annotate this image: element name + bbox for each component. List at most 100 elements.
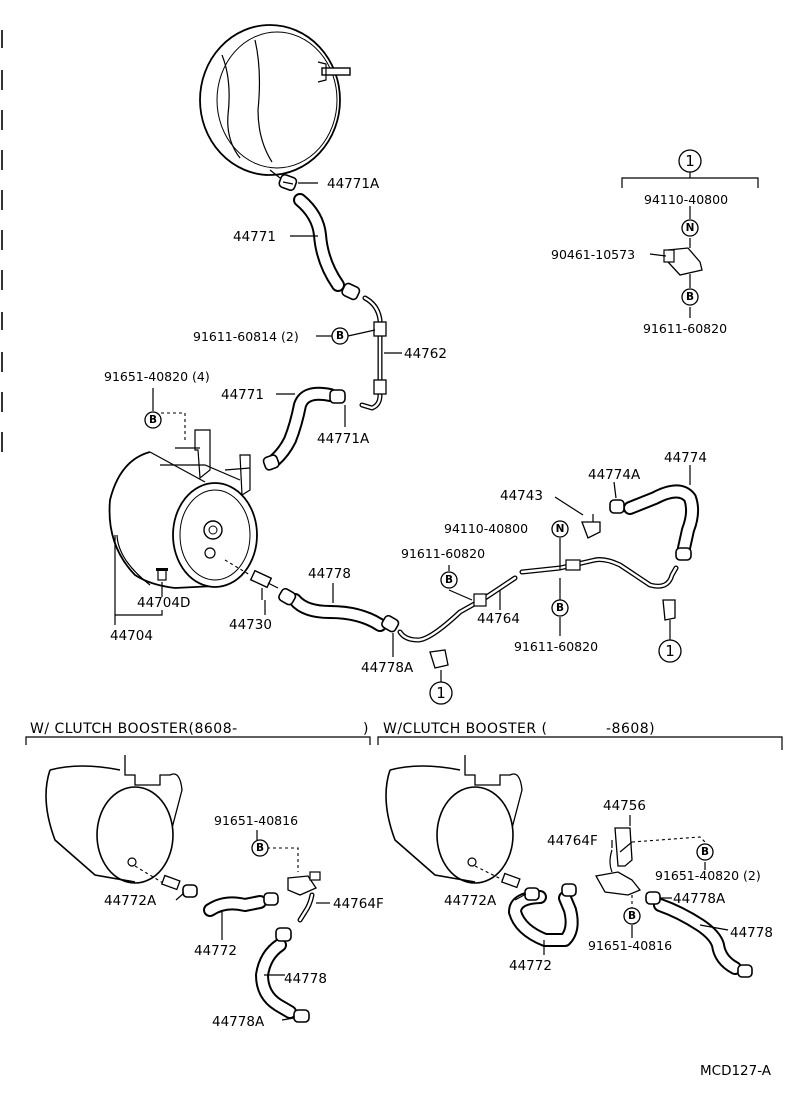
pipe-44764 xyxy=(397,575,518,643)
right-tank xyxy=(385,755,523,889)
label-left-44772: 44772 xyxy=(194,943,237,959)
vacuum-tank-44704 xyxy=(108,429,258,589)
svg-text:B: B xyxy=(628,910,636,922)
hose-44771-top xyxy=(293,193,345,292)
label-left-44778A: 44778A xyxy=(212,1014,265,1030)
label-right-44772: 44772 xyxy=(509,958,552,974)
bolt-marker-91611-60820-b: B xyxy=(551,599,569,617)
pipe-44774-metal xyxy=(519,557,679,589)
svg-text:N: N xyxy=(556,523,565,535)
hose-44774 xyxy=(623,484,700,555)
right-section-title: W/CLUTCH BOOSTER ( xyxy=(383,721,548,737)
svg-text:1: 1 xyxy=(665,642,675,660)
right-bracket-44756 xyxy=(614,815,706,867)
right-bolt-marker-91651-40820-2: B xyxy=(696,843,714,861)
label-91611-60820-b: 91611-60820 xyxy=(514,639,598,654)
bolt-marker-91651-40820-4: B xyxy=(144,411,162,429)
label-right-91651-40820-2: 91651-40820 (2) xyxy=(655,868,761,883)
label-44778-main: 44778 xyxy=(308,566,351,582)
right-pipe-44764F xyxy=(594,849,642,908)
label-44730: 44730 xyxy=(229,617,272,633)
label-44774A: 44774A xyxy=(588,467,641,483)
svg-text:B: B xyxy=(445,574,453,586)
left-section-title: W/ CLUTCH BOOSTER(8608- xyxy=(30,721,238,737)
label-right-91651-40816: 91651-40816 xyxy=(588,938,672,953)
part-labels: 44771A 44771 91611-60814 (2) 44762 91651… xyxy=(104,176,773,1030)
svg-text:B: B xyxy=(701,846,709,858)
left-pipe-44764F xyxy=(267,847,321,923)
svg-text:B: B xyxy=(686,291,694,303)
label-44771A-top: 44771A xyxy=(327,176,380,192)
svg-text:B: B xyxy=(556,602,564,614)
label-44771-top: 44771 xyxy=(233,229,276,245)
label-44774: 44774 xyxy=(664,450,707,466)
left-hose-44772 xyxy=(182,884,279,917)
clip-ref1-right xyxy=(662,599,676,640)
label-44764: 44764 xyxy=(477,611,520,627)
bracket-44743 xyxy=(581,514,601,539)
label-left-44778: 44778 xyxy=(284,971,327,987)
clamp-44771-bottom xyxy=(341,282,361,301)
label-inset-94110-40800: 94110-40800 xyxy=(644,192,728,207)
svg-text:1: 1 xyxy=(436,684,446,702)
diagram-code: MCD127-A xyxy=(700,1063,772,1079)
inset-bolt-marker: B xyxy=(681,288,699,306)
leader-lines xyxy=(114,182,729,1021)
label-44704D: 44704D xyxy=(137,595,190,611)
bolt-marker-91611-60814: B xyxy=(331,327,349,345)
clamp-44774A xyxy=(609,499,692,561)
label-44771-mid: 44771 xyxy=(221,387,264,403)
label-inset-90461-10573: 90461-10573 xyxy=(551,247,635,262)
right-section-end: -8608) xyxy=(606,721,655,737)
nut-marker-94110-40800-a: N xyxy=(551,520,569,538)
section-brackets xyxy=(25,736,783,750)
hose-44771-mid xyxy=(268,386,337,467)
inset-nut-marker: N xyxy=(681,219,699,237)
right-hose-44778 xyxy=(645,891,753,978)
label-left-44764F: 44764F xyxy=(333,896,384,912)
left-bolt-marker-91651-40816: B xyxy=(251,839,269,857)
clamp-44771A-mid xyxy=(262,389,346,471)
label-44704: 44704 xyxy=(110,628,153,644)
svg-text:B: B xyxy=(256,842,264,854)
label-94110-40800-a: 94110-40800 xyxy=(444,521,528,536)
label-left-44772A: 44772A xyxy=(104,893,157,909)
ref-circle-inset: 1 xyxy=(678,149,702,173)
svg-text:B: B xyxy=(149,414,157,426)
label-inset-91611-60820: 91611-60820 xyxy=(643,321,727,336)
check-valve-44730 xyxy=(224,559,279,600)
hose-44778-main xyxy=(288,593,387,632)
ref-circle-lower: 1 xyxy=(429,681,453,705)
section-titles: W/ CLUTCH BOOSTER(8608- ) W/CLUTCH BOOST… xyxy=(30,721,655,737)
label-right-44778A: 44778A xyxy=(673,891,726,907)
label-44771A-mid: 44771A xyxy=(317,431,370,447)
svg-text:1: 1 xyxy=(685,152,695,170)
label-91651-40820-4: 91651-40820 (4) xyxy=(104,369,210,384)
pipe-44762 xyxy=(359,295,387,411)
clip-ref1-lower xyxy=(429,649,449,683)
label-right-44764F: 44764F xyxy=(547,833,598,849)
label-right-44772A: 44772A xyxy=(444,893,497,909)
svg-text:N: N xyxy=(686,222,695,234)
clamp-44771A-top xyxy=(278,173,298,191)
brake-booster xyxy=(199,24,351,179)
inset-clip-assembly xyxy=(621,172,759,318)
clamps-44778A xyxy=(278,587,400,633)
label-44778A-main: 44778A xyxy=(361,660,414,676)
ref-circle-right: 1 xyxy=(658,639,682,663)
label-44762: 44762 xyxy=(404,346,447,362)
label-44743: 44743 xyxy=(500,488,543,504)
label-left-91651-40816: 91651-40816 xyxy=(214,813,298,828)
right-bolt-marker-91651-40816: B xyxy=(623,907,641,925)
left-hose-44778 xyxy=(255,927,310,1023)
left-tank xyxy=(45,755,183,891)
label-right-44778: 44778 xyxy=(730,925,773,941)
bolt-marker-91611-60820-a: B xyxy=(440,571,458,589)
right-hose-44772 xyxy=(508,883,579,947)
svg-text:B: B xyxy=(336,330,344,342)
label-91611-60820-a: 91611-60820 xyxy=(401,546,485,561)
left-section-close: ) xyxy=(363,721,369,737)
label-91611-60814: 91611-60814 (2) xyxy=(193,329,299,344)
label-right-44756: 44756 xyxy=(603,798,646,814)
